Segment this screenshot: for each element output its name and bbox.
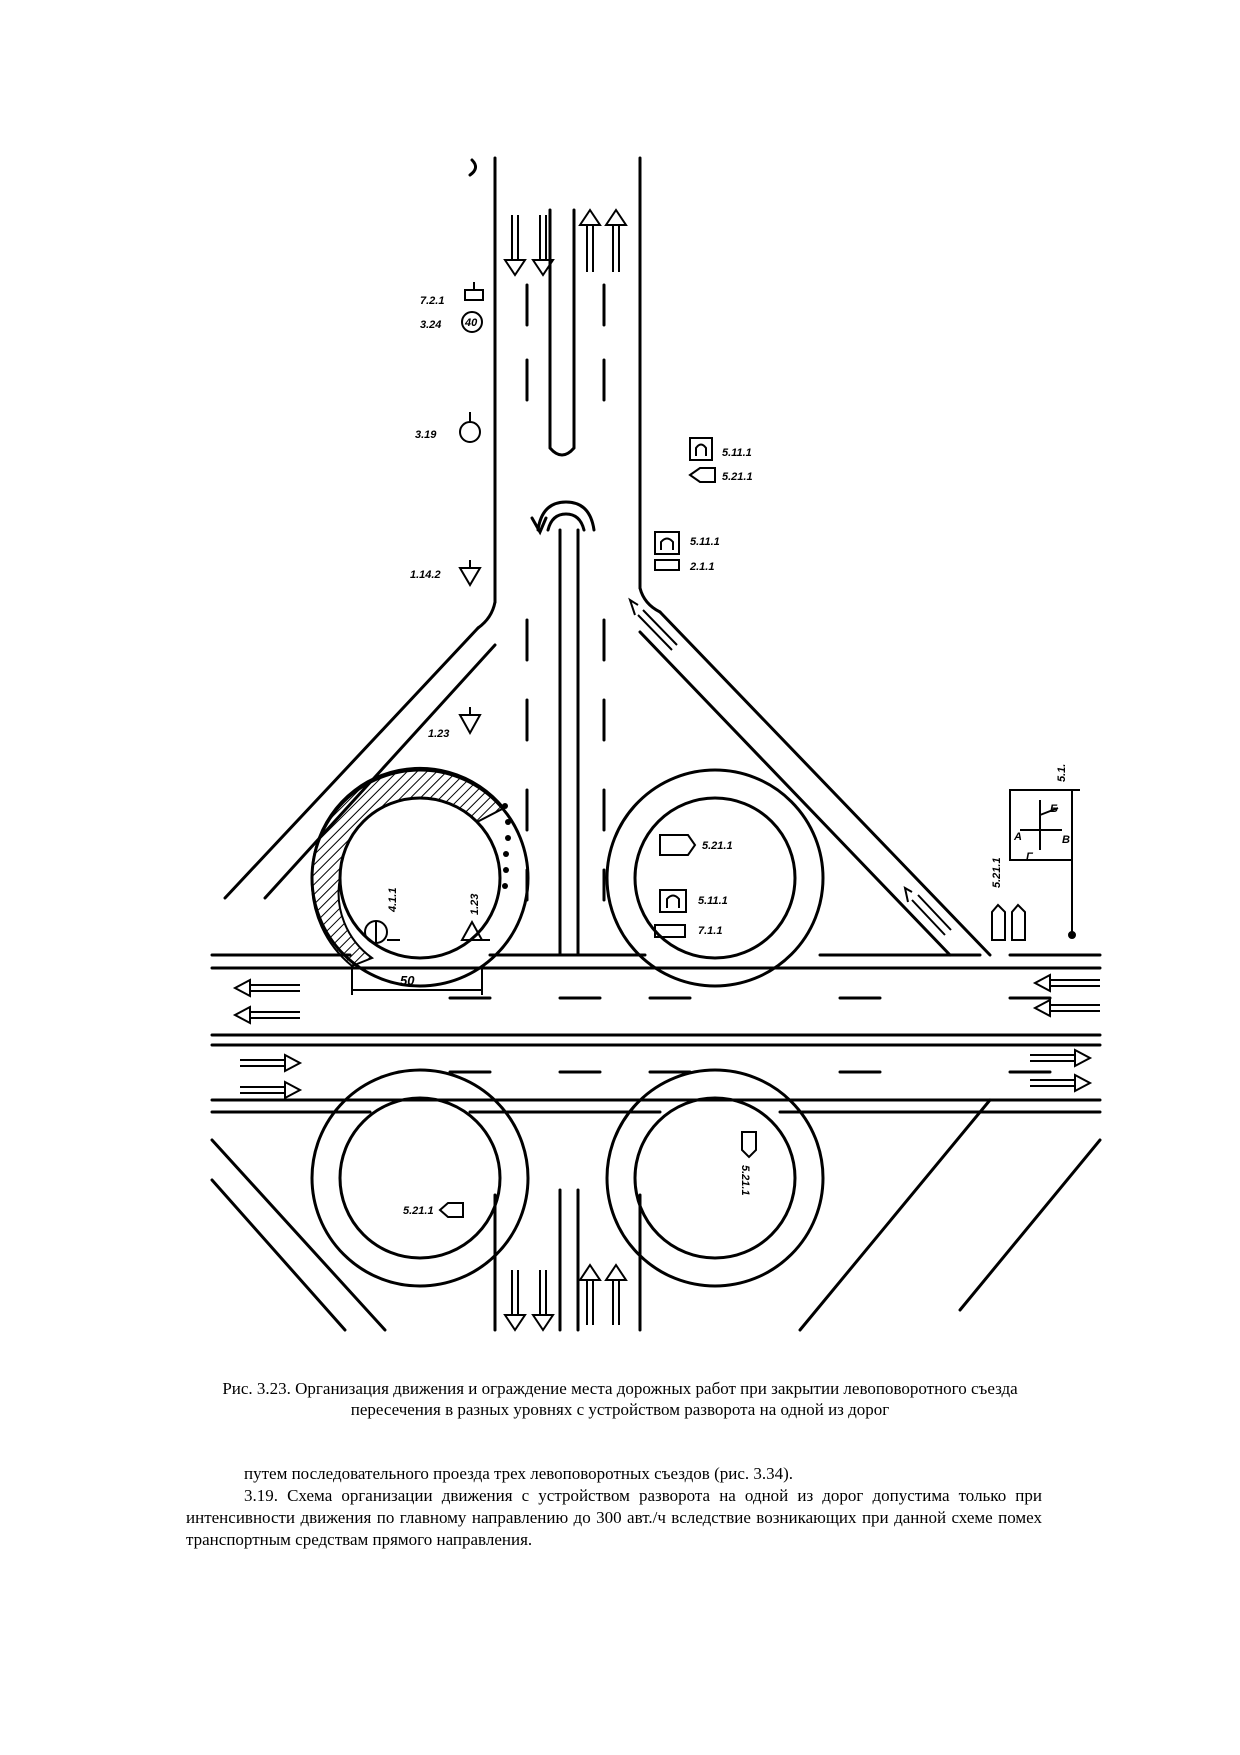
- sign-label: 3.24: [420, 319, 441, 331]
- no-uturn-sign-icon: [459, 421, 481, 443]
- arrow-diagonal-icon: [903, 886, 952, 936]
- speed-limit-value: 40: [464, 317, 478, 329]
- uturn-arc: [536, 500, 596, 532]
- sign-label: 3.19: [415, 429, 437, 441]
- sign-label: 1.14.2: [410, 569, 441, 581]
- arrow-down-icon: [531, 1270, 555, 1332]
- direction-sign-icon: [364, 920, 388, 944]
- sign-label: 7.1.1: [698, 925, 722, 937]
- sign-label: 5.1.: [1056, 764, 1068, 782]
- sign-label: 5.21.1: [739, 1165, 751, 1196]
- uturn-sign-icon: [659, 889, 687, 913]
- dimension-label: 50: [400, 973, 415, 988]
- arrow-left-icon: [232, 1005, 300, 1025]
- arrow-left-icon: [1032, 973, 1100, 993]
- arrow-right-icon: [240, 1080, 303, 1100]
- loop-ne: [605, 768, 825, 988]
- arrow-left-icon: [232, 978, 300, 998]
- arrow-up-icon: [604, 208, 628, 272]
- arrow-up-icon: [604, 1263, 628, 1325]
- sign-label: 5.11.1: [698, 895, 728, 907]
- scheme-letter: В: [1062, 834, 1070, 846]
- sign-label: 5.21.1: [702, 840, 733, 852]
- arrow-down-icon: [531, 215, 555, 277]
- paragraph-3-19: 3.19. Схема организации движения с устро…: [186, 1486, 1042, 1549]
- loop-se: [605, 1068, 825, 1288]
- arrow-right-icon: [240, 1053, 303, 1073]
- scheme-letter: Г: [1026, 851, 1034, 863]
- arrow-down-icon: [503, 1270, 527, 1332]
- arrow-up-icon: [578, 1263, 602, 1325]
- sign-label: 5.11.1: [722, 447, 752, 459]
- ramp-se: [798, 1098, 992, 1332]
- arrow-down-icon: [503, 215, 527, 277]
- ramp-nw-outer: [223, 626, 480, 900]
- road-signs: [364, 282, 1080, 1218]
- ramp-sw: [210, 1138, 387, 1332]
- arrow-diagonal-icon: [628, 597, 678, 651]
- interchange-diagram: 50: [210, 156, 1102, 1332]
- sign-label: 5.11.1: [690, 536, 720, 548]
- sign-label: 1.23: [428, 728, 449, 740]
- paragraph-continuation: путем последовательного проезда трех лев…: [244, 1464, 794, 1483]
- loop-sw: [310, 1068, 530, 1288]
- speed-limit-sign-icon: [461, 311, 483, 333]
- ramp-ne-outer: [658, 610, 992, 957]
- barrier-dots: [502, 803, 511, 889]
- road-scheme-figure: 50: [210, 156, 1102, 1332]
- sign-label: 1.23: [469, 894, 481, 915]
- sign-label: 2.1.1: [689, 561, 714, 573]
- sign-label: 4.1.1: [387, 888, 399, 913]
- route-scheme-sign-icon: [1009, 789, 1073, 861]
- arrow-left-icon: [1032, 998, 1100, 1018]
- arrow-right-icon: [1030, 1048, 1093, 1068]
- scheme-letter: А: [1013, 831, 1022, 843]
- sign-label: 5.21.1: [403, 1205, 434, 1217]
- sign-label: 7.2.1: [420, 295, 444, 307]
- sign-label: 5.21.1: [991, 857, 1003, 888]
- sign-label: 5.21.1: [722, 471, 753, 483]
- uturn-sign-icon: [689, 437, 713, 461]
- closed-ramp-hatch: [310, 766, 506, 968]
- uturn-sign-icon: [654, 531, 680, 555]
- median-upper: [548, 208, 576, 457]
- arrow-right-icon: [1030, 1073, 1093, 1093]
- arrow-up-icon: [578, 208, 602, 272]
- figure-caption: Рис. 3.23. Организация движения и огражд…: [222, 1379, 1018, 1419]
- scheme-letter: Б: [1050, 803, 1058, 815]
